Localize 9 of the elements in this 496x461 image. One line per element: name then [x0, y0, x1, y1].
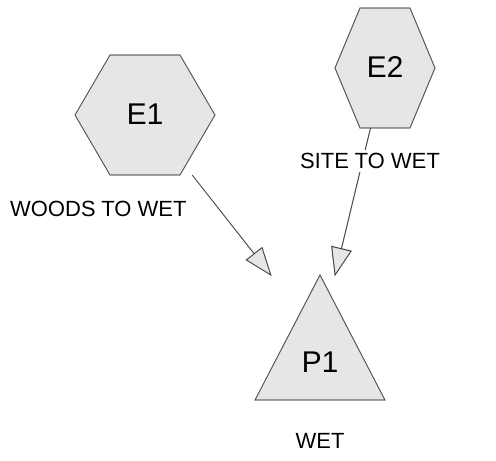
node-label: E2 — [366, 53, 404, 83]
arrow — [192, 174, 272, 276]
node-label: E1 — [126, 100, 164, 130]
edge-label: SITE TO WET — [298, 150, 442, 172]
hexagon-node — [75, 55, 215, 175]
node-label: P1 — [302, 348, 338, 378]
triangle-node — [255, 275, 385, 400]
hexagon-node — [335, 8, 435, 128]
node-caption: WET — [294, 430, 346, 452]
